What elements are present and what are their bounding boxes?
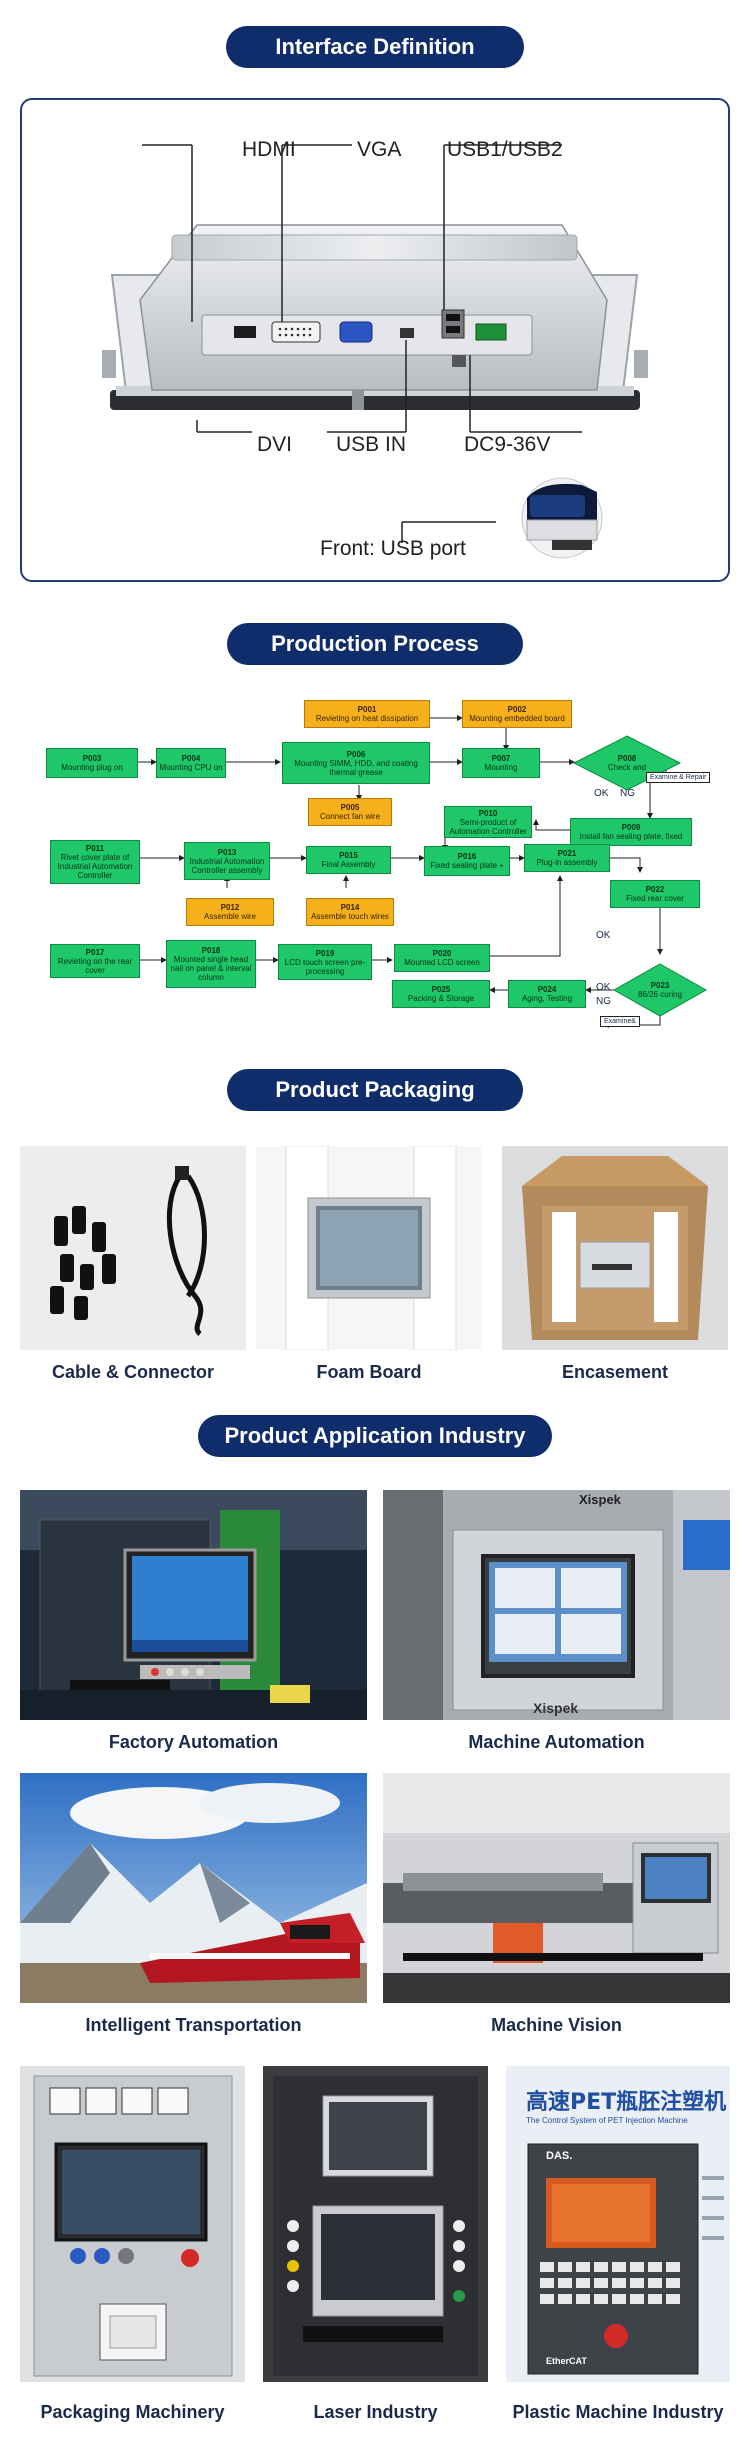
photo-factory-automation [20, 1490, 367, 1720]
caption-packaging-machinery: Packaging Machinery [40, 2402, 225, 2422]
caption-machine-automation: Machine Automation [468, 1732, 645, 1752]
section-title-packaging: Product Packaging [227, 1069, 523, 1111]
photo-machine-automation: Xispek Xispek [383, 1490, 730, 1720]
caption-laser-industry: Laser Industry [313, 2402, 438, 2422]
label-usbin: USB IN [336, 433, 407, 456]
dc-port [475, 323, 507, 341]
das-logo: DAS. [546, 2150, 573, 2162]
photo-laser-industry [263, 2066, 488, 2382]
photo-cable-connector [20, 1146, 246, 1350]
usb-in-port [400, 328, 414, 338]
front-usb-callout [521, 477, 603, 559]
pet-title-sign: 高速PET瓶胚注塑机 [526, 2090, 727, 2115]
label-dc: DC9-36V [464, 433, 551, 456]
label-front-usb: Front: USB port [320, 537, 466, 560]
edge-ng-1: NG [620, 788, 635, 799]
label-hdmi: HDMI [242, 138, 296, 161]
photo-machine-vision [383, 1773, 730, 2003]
rear-panel-illustration [102, 144, 648, 559]
xispek-logo-bottom: Xispek [533, 1700, 579, 1716]
edge-ng-2: NG [596, 996, 611, 1007]
interface-panel: HDMI VGA USB1/USB2 DVI USB IN DC9-36V Fr… [20, 98, 730, 582]
hdmi-port [234, 326, 256, 338]
section-title-production: Production Process [227, 623, 523, 665]
edge-repair: Examine & Repair [646, 772, 711, 783]
edge-ok-3: OK [596, 982, 611, 993]
caption-machine-vision: Machine Vision [491, 2015, 622, 2035]
caption-cable-connector: Cable & Connector [51, 1362, 215, 1382]
label-vga: VGA [357, 138, 402, 161]
pet-subtitle-sign: The Control System of PET Injection Mach… [526, 2116, 688, 2125]
caption-factory-automation: Factory Automation [108, 1732, 279, 1752]
photo-encasement [502, 1146, 728, 1350]
label-dvi: DVI [257, 433, 293, 456]
photo-intelligent-transportation [20, 1773, 367, 2003]
edge-ok-1: OK [594, 788, 609, 799]
photo-foam-board [256, 1146, 482, 1350]
photo-plastic-machine: 高速PET瓶胚注塑机 The Control System of PET Inj… [506, 2066, 730, 2382]
caption-intelligent-transportation: Intelligent Transportation [85, 2015, 302, 2035]
caption-foam-board: Foam Board [316, 1362, 422, 1382]
ethercat-logo: EtherCAT [546, 2356, 587, 2366]
caption-encasement: Encasement [561, 1362, 669, 1382]
section-title-interface: Interface Definition [226, 26, 524, 68]
vga-port [339, 321, 373, 343]
dvi-port [271, 321, 321, 343]
label-usb12: USB1/USB2 [447, 138, 563, 161]
caption-plastic-machine: Plastic Machine Industry [512, 2402, 724, 2422]
edge-examine: Examine& [600, 1016, 640, 1027]
photo-packaging-machinery [20, 2066, 245, 2382]
xispek-logo-top: Xispek [579, 1492, 621, 1507]
edge-ok-2: OK [596, 930, 611, 941]
section-title-application: Product Application Industry [198, 1415, 552, 1457]
node-p023-diamond [612, 963, 708, 1017]
